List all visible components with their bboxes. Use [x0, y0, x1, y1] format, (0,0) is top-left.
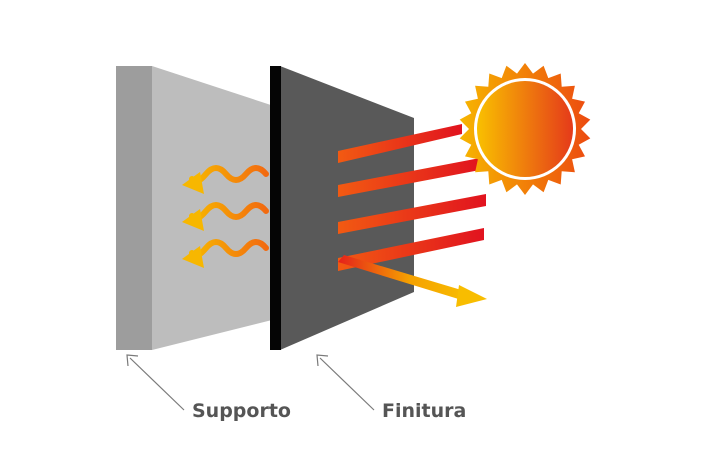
callout-line-support — [126, 354, 185, 411]
finish-label: Finitura — [382, 400, 467, 422]
solar-rays — [338, 124, 486, 271]
finish-panel-face — [280, 66, 414, 350]
reflected-arrow-icon — [338, 255, 487, 307]
support-label: Supporto — [192, 400, 291, 422]
finish-panel — [270, 66, 414, 350]
sun-icon — [459, 63, 591, 195]
solar-ray — [338, 194, 486, 234]
solar-ray — [338, 158, 480, 197]
solar-ray — [338, 228, 484, 271]
callout-line-finish — [316, 354, 375, 411]
support-panel-side — [116, 66, 152, 350]
heat-waves — [182, 165, 269, 268]
sun-core — [477, 81, 573, 177]
solar-ray — [338, 124, 462, 163]
heat-wave-arrow-icon — [182, 202, 269, 231]
heat-wave-arrow-icon — [182, 239, 269, 268]
finish-panel-edge — [270, 66, 281, 350]
heat-wave-arrow-icon — [182, 165, 269, 194]
